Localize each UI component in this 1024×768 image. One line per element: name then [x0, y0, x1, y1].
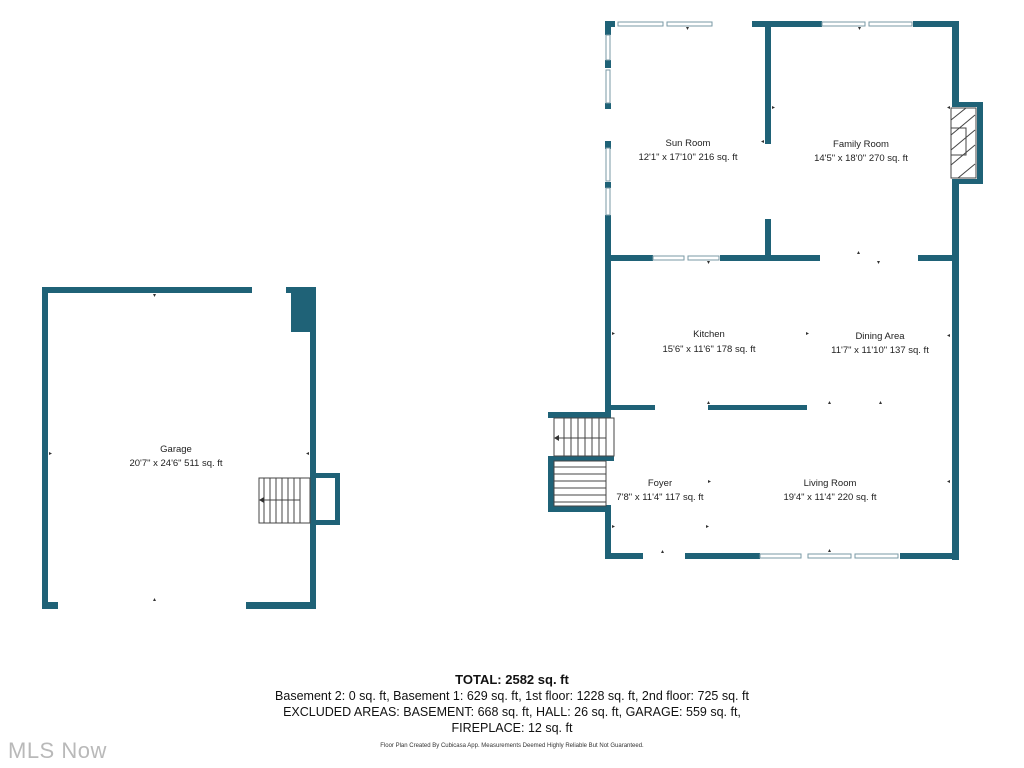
disclaimer: Floor Plan Created By Cubicasa App. Meas… — [380, 743, 644, 749]
area-summary: TOTAL: 2582 sq. ft Basement 2: 0 sq. ft,… — [0, 672, 1024, 736]
dining-area-name: Dining Area — [855, 331, 905, 342]
house-walls — [548, 21, 983, 560]
mls-now-logo: MLS Now — [8, 738, 107, 763]
house-stairs — [553, 417, 615, 507]
floor-breakdown: Basement 2: 0 sq. ft, Basement 1: 629 sq… — [275, 689, 749, 703]
family-room-size: 14'5" x 18'0" 270 sq. ft — [814, 153, 908, 164]
living-room-size: 19'4" x 11'4" 220 sq. ft — [783, 492, 876, 503]
garage-name: Garage — [160, 444, 192, 455]
garage-markers — [49, 294, 309, 601]
floor-plan: Garage 20'7" x 24'6" 511 sq. ft Sun Room… — [42, 21, 983, 609]
house-windows — [605, 21, 913, 559]
kitchen-name: Kitchen — [693, 329, 725, 340]
house-markers — [612, 27, 950, 553]
sun-room-name: Sun Room — [666, 138, 711, 149]
total-area: TOTAL: 2582 sq. ft — [455, 672, 569, 687]
dining-area-size: 11'7" x 11'10" 137 sq. ft — [831, 345, 929, 356]
fireplace — [950, 107, 977, 179]
family-room-name: Family Room — [833, 139, 889, 150]
sun-room-size: 12'1" x 17'10" 216 sq. ft — [638, 152, 737, 163]
garage-stairs — [258, 477, 311, 524]
kitchen-size: 15'6" x 11'6" 178 sq. ft — [662, 344, 755, 355]
garage-size: 20'7" x 24'6" 511 sq. ft — [129, 458, 222, 469]
garage-walls — [42, 287, 340, 609]
excluded-areas-cont: FIREPLACE: 12 sq. ft — [451, 721, 573, 735]
living-room-name: Living Room — [804, 478, 857, 489]
excluded-areas: EXCLUDED AREAS: BASEMENT: 668 sq. ft, HA… — [283, 705, 741, 719]
foyer-size: 7'8" x 11'4" 117 sq. ft — [616, 492, 703, 503]
foyer-name: Foyer — [648, 478, 672, 489]
